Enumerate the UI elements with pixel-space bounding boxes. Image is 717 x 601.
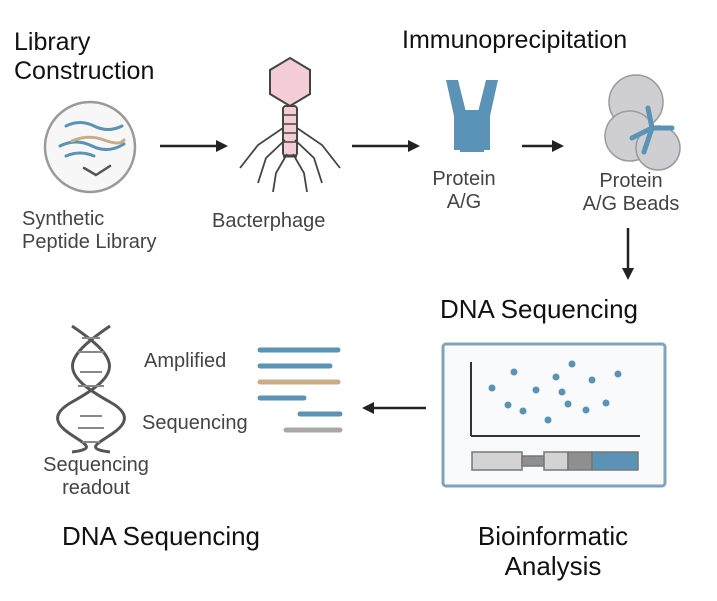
label-synthetic-peptide-library: Synthetic Peptide Library	[22, 208, 157, 253]
label-sequencing: Sequencing	[142, 412, 248, 434]
antibody-icon	[446, 80, 498, 152]
label-protein-ag: Protein A/G	[432, 168, 496, 213]
bacteriophage-icon	[239, 56, 341, 193]
arrow-beads-to-sequencing	[622, 228, 634, 280]
scatter-plot-window-icon	[441, 342, 667, 488]
label-protein-ag-beads: Protein A/G Beads	[582, 170, 680, 215]
sequence-bars	[257, 347, 343, 433]
heading-dna-sequencing-right: DNA Sequencing	[440, 294, 639, 324]
petri-dish-icon	[43, 100, 137, 194]
label-sequencing-readout: Sequencing readout	[43, 454, 149, 499]
heading-immunoprecipitation: Immunoprecipitation	[402, 26, 628, 54]
arrow-library-to-phage	[160, 140, 228, 152]
arrow-protein-to-beads	[522, 140, 564, 152]
dna-helix-icon	[56, 324, 126, 454]
heading-bioinformatic-analysis: Bioinformatic Analysis	[477, 521, 629, 581]
heading-dna-sequencing-left: DNA Sequencing	[62, 521, 261, 551]
arrow-phage-to-protein	[352, 140, 420, 152]
arrow-analysis-to-readout	[362, 402, 426, 414]
beads-icon	[604, 74, 681, 171]
label-bacteriophage: Bacterphage	[212, 210, 326, 232]
label-amplified: Amplified	[144, 350, 227, 372]
heading-library-construction: Library Construction	[14, 28, 155, 85]
